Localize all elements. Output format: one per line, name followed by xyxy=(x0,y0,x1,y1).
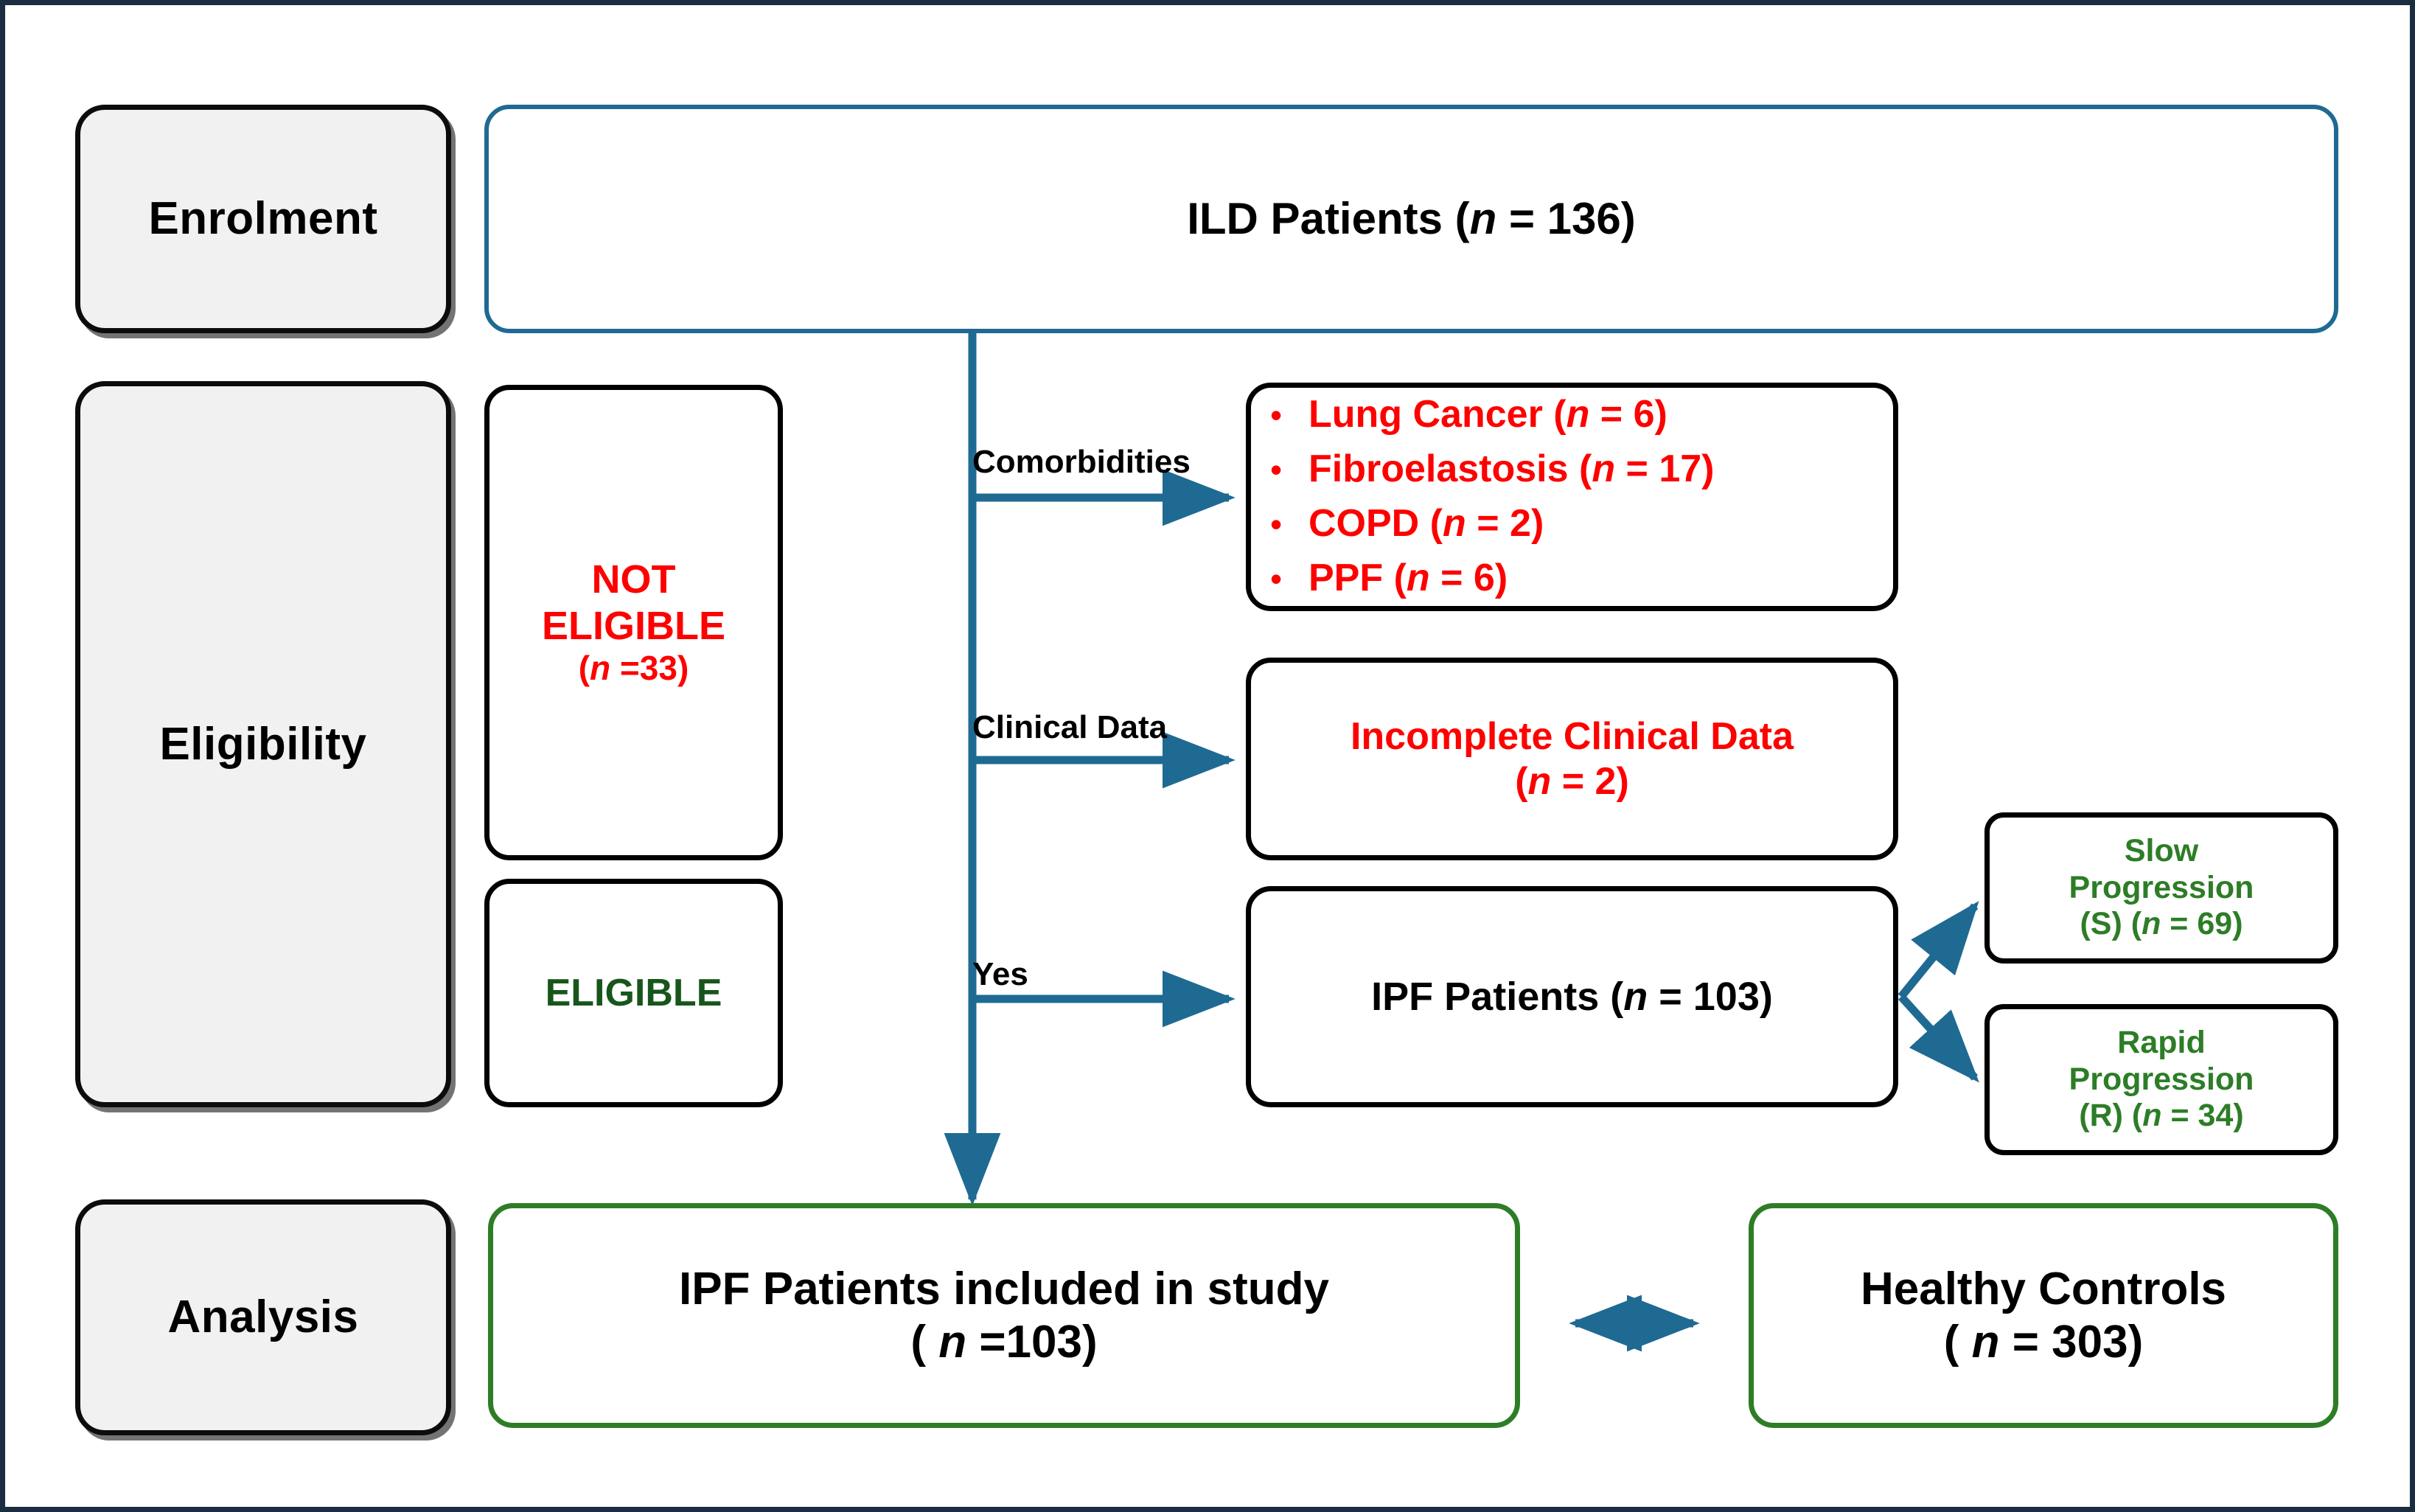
not-eligible-value: =33) xyxy=(610,649,689,688)
slow-n-symbol: n xyxy=(2142,906,2161,942)
slow-progression-line1: Slow xyxy=(2124,832,2199,868)
incomplete-clinical-data-count: (n = 2) xyxy=(1515,759,1629,804)
incomplete-clinical-data-title: Incomplete Clinical Data xyxy=(1350,715,1794,759)
comorbidity-n-symbol: n xyxy=(1592,447,1616,491)
comorbidity-text: COPD (n = 2) xyxy=(1308,497,1544,551)
node-slow-progression: Slow Progression (S) (n = 69) xyxy=(1984,812,2338,964)
comorbidity-text: Lung Cancer (n = 6) xyxy=(1308,388,1668,442)
node-comorbidities-exclusions: • Lung Cancer (n = 6) • Fibroelastosis (… xyxy=(1246,383,1898,611)
rapid-code-and-paren: (R) ( xyxy=(2079,1098,2143,1134)
not-eligible-line1: NOT xyxy=(591,557,676,602)
comorbidity-n-symbol: n xyxy=(1406,556,1430,599)
node-ipf-included-in-study: IPF Patients included in study ( n =103) xyxy=(488,1203,1520,1428)
incomplete-value: = 2) xyxy=(1551,759,1629,803)
not-eligible-line2: ELIGIBLE xyxy=(541,603,725,648)
ipf-included-title: IPF Patients included in study xyxy=(679,1263,1329,1314)
ipf-included-n-symbol: n xyxy=(938,1316,967,1368)
comorbidity-label: PPF ( xyxy=(1308,556,1407,599)
comorbidity-text: Fibroelastosis (n = 17) xyxy=(1308,442,1715,497)
stage-label-analysis: Analysis xyxy=(75,1199,451,1435)
rapid-n-symbol: n xyxy=(2142,1098,2162,1134)
ipf-included-value: =103) xyxy=(966,1316,1098,1368)
comorbidity-count: = 6) xyxy=(1589,393,1668,436)
node-rapid-progression: Rapid Progression (R) (n = 34) xyxy=(1984,1004,2338,1155)
list-item: • Fibroelastosis (n = 17) xyxy=(1270,442,1715,497)
comorbidity-n-symbol: n xyxy=(1443,502,1466,545)
healthy-controls-n-symbol: n xyxy=(1971,1316,2000,1368)
healthy-controls-value: = 303) xyxy=(1999,1316,2144,1368)
ipf-text-after: = 103) xyxy=(1648,974,1773,1019)
edge-label-comorbidities: Comorbidities xyxy=(972,444,1191,480)
bullet-icon: • xyxy=(1270,450,1283,490)
ipf-included-paren-open: ( xyxy=(910,1316,939,1368)
bullet-icon: • xyxy=(1270,505,1283,543)
slow-progression-count: (S) (n = 69) xyxy=(2080,906,2242,943)
not-eligible-n-symbol: n xyxy=(590,649,611,688)
stage-label-eligibility: Eligibility xyxy=(75,381,451,1107)
comorbidity-count: = 17) xyxy=(1615,447,1715,491)
ild-patients-text: ILD Patients (n = 136) xyxy=(1187,193,1636,245)
ipf-patients-text: IPF Patients (n = 103) xyxy=(1371,974,1773,1020)
comorbidity-n-symbol: n xyxy=(1566,393,1590,436)
healthy-controls-count: ( n = 303) xyxy=(1944,1316,2144,1369)
rapid-progression-line1: Rapid xyxy=(2117,1024,2206,1060)
comorbidity-count: = 6) xyxy=(1429,556,1508,599)
ipf-included-count: ( n =103) xyxy=(910,1316,1097,1369)
bullet-icon: • xyxy=(1270,396,1283,435)
eligible-label: ELIGIBLE xyxy=(545,971,722,1014)
comorbidities-list: • Lung Cancer (n = 6) • Fibroelastosis (… xyxy=(1270,388,1715,605)
slow-progression-line2: Progression xyxy=(2069,869,2254,905)
not-eligible-count: (n =33) xyxy=(579,649,689,688)
slow-value: = 69) xyxy=(2161,906,2243,942)
comorbidity-count: = 2) xyxy=(1466,502,1544,545)
edge-label-yes: Yes xyxy=(972,956,1028,992)
node-ipf-patients: IPF Patients (n = 103) xyxy=(1246,886,1898,1107)
incomplete-n-symbol: n xyxy=(1527,759,1552,803)
stage-analysis-text: Analysis xyxy=(167,1292,359,1343)
wire-to-rapid-progression xyxy=(1898,994,1979,1083)
list-item: • Lung Cancer (n = 6) xyxy=(1270,388,1715,442)
node-incomplete-clinical-data: Incomplete Clinical Data (n = 2) xyxy=(1246,658,1898,860)
incomplete-paren-open: ( xyxy=(1515,759,1528,803)
healthy-controls-title: Healthy Controls xyxy=(1860,1263,2227,1314)
not-eligible-paren-open: ( xyxy=(578,649,590,688)
ild-text-after: = 136) xyxy=(1496,194,1636,244)
ipf-text-before: IPF Patients ( xyxy=(1371,974,1624,1019)
stage-label-enrolment: Enrolment xyxy=(75,105,451,333)
bullet-icon: • xyxy=(1270,559,1283,598)
rapid-progression-line2: Progression xyxy=(2069,1061,2254,1097)
node-healthy-controls: Healthy Controls ( n = 303) xyxy=(1749,1203,2338,1428)
list-item: • PPF (n = 6) xyxy=(1270,551,1715,606)
ild-n-symbol: n xyxy=(1469,194,1497,244)
stage-enrolment-text: Enrolment xyxy=(148,193,378,245)
node-eligible: ELIGIBLE xyxy=(484,879,783,1107)
ild-text-before: ILD Patients ( xyxy=(1187,194,1470,244)
ipf-n-symbol: n xyxy=(1623,974,1648,1019)
stage-eligibility-text: Eligibility xyxy=(159,718,367,770)
rapid-value: = 34) xyxy=(2161,1098,2244,1134)
flowchart-canvas: Enrolment Eligibility Analysis ILD Patie… xyxy=(5,5,2410,1507)
node-ild-patients: ILD Patients (n = 136) xyxy=(484,105,2338,333)
slow-code-and-paren: (S) ( xyxy=(2080,906,2142,942)
comorbidity-label: Lung Cancer ( xyxy=(1308,393,1567,436)
wire-to-slow-progression xyxy=(1898,901,1979,1000)
comorbidity-text: PPF (n = 6) xyxy=(1308,551,1508,606)
healthy-controls-paren-open: ( xyxy=(1943,1316,1972,1368)
comorbidity-label: COPD ( xyxy=(1308,502,1443,545)
edge-label-clinical-data: Clinical Data xyxy=(972,709,1168,745)
rapid-progression-count: (R) (n = 34) xyxy=(2079,1098,2243,1135)
comorbidity-label: Fibroelastosis ( xyxy=(1308,447,1592,491)
node-not-eligible: NOT ELIGIBLE (n =33) xyxy=(484,385,783,860)
list-item: • COPD (n = 2) xyxy=(1270,497,1715,551)
